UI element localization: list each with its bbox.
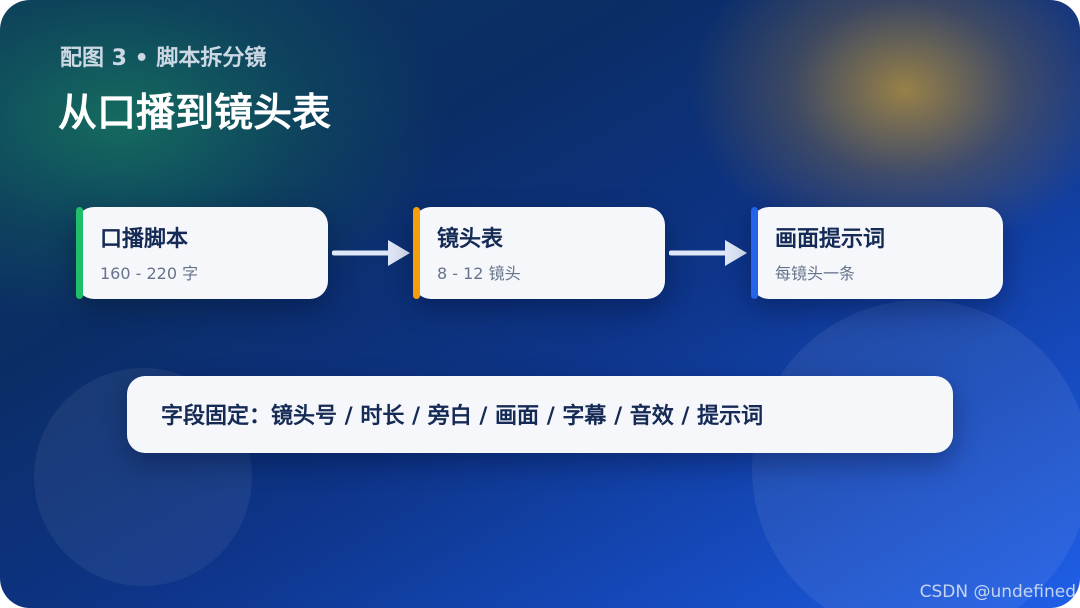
arrow-right-icon (332, 240, 410, 266)
fields-text: 字段固定：镜头号 / 时长 / 旁白 / 画面 / 字幕 / 音效 / 提示词 (161, 404, 764, 429)
flow-step-prompts: 画面提示词 每镜头一条 (751, 207, 1003, 299)
step-title: 口播脚本 (100, 227, 189, 252)
step-title: 镜头表 (437, 227, 504, 252)
watermark: CSDN @undefined (919, 582, 1076, 602)
flow-step-shot-list: 镜头表 8 - 12 镜头 (413, 207, 665, 299)
step-accent-bar (751, 207, 758, 299)
decorative-circle-right (752, 300, 1080, 608)
step-accent-bar (413, 207, 420, 299)
step-title: 画面提示词 (775, 227, 886, 252)
step-accent-bar (76, 207, 83, 299)
arrow-right-icon (669, 240, 747, 266)
step-subtitle: 每镜头一条 (775, 264, 856, 283)
slide-subtitle: 配图 3 • 脚本拆分镜 (60, 46, 267, 71)
slide-title: 从口播到镜头表 (58, 91, 332, 136)
flow-step-script: 口播脚本 160 - 220 字 (76, 207, 328, 299)
step-subtitle: 8 - 12 镜头 (437, 264, 521, 283)
step-subtitle: 160 - 220 字 (100, 264, 199, 283)
fields-panel: 字段固定：镜头号 / 时长 / 旁白 / 画面 / 字幕 / 音效 / 提示词 (127, 376, 953, 453)
